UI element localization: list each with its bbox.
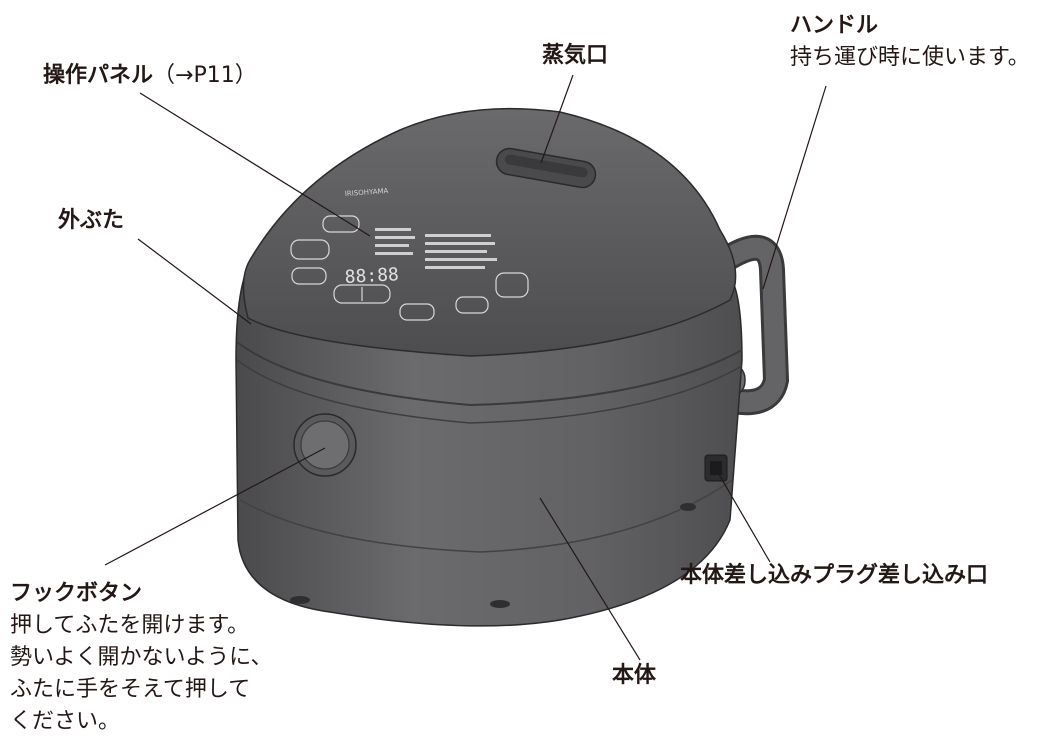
main-body bbox=[235, 271, 743, 627]
panel-button-2[interactable] bbox=[290, 239, 330, 260]
plug-inlet bbox=[704, 454, 728, 482]
panel-display: 88:88 bbox=[344, 264, 399, 288]
panel-button-7[interactable] bbox=[495, 272, 529, 298]
label-handle: ハンドル 持ち運び時に使います。 bbox=[790, 10, 1030, 74]
hook-button[interactable] bbox=[293, 413, 357, 477]
leader-body bbox=[539, 497, 641, 661]
steam-vent bbox=[495, 147, 597, 189]
panel-button-3[interactable] bbox=[291, 267, 327, 285]
label-hook-button: フックボタン 押してふたを開けます。 勢いよく開かないように、 ふたに手をそえて… bbox=[10, 578, 272, 738]
label-operation-panel: 操作パネル（→P11） bbox=[43, 60, 257, 92]
hook-button-note-line: ふたに手をそえて押して bbox=[10, 677, 251, 702]
operation-panel-ref: （→P11） bbox=[153, 63, 257, 88]
hook-button-note: 押してふたを開けます。 勢いよく開かないように、 ふたに手をそえて押して くださ… bbox=[10, 610, 272, 738]
leader-outer-lid bbox=[137, 238, 252, 325]
leader-operation-panel bbox=[139, 92, 371, 237]
panel-button-6[interactable] bbox=[455, 296, 489, 314]
hook-button-name: フックボタン bbox=[10, 581, 143, 606]
leader-lines bbox=[104, 74, 827, 661]
hook-button-note-line: ください。 bbox=[10, 709, 121, 734]
leader-steam-vent bbox=[540, 74, 574, 164]
handle-note: 持ち運び時に使います。 bbox=[790, 45, 1030, 70]
leader-plug-inlet bbox=[716, 470, 771, 563]
label-outer-lid: 外ぶた bbox=[58, 208, 125, 233]
brand-logo: IRISOHYAMA bbox=[345, 187, 389, 198]
hook-button-note-line: 勢いよく開かないように、 bbox=[10, 645, 273, 670]
panel-button-1[interactable] bbox=[322, 215, 360, 233]
label-plug-inlet: 本体差し込みプラグ差し込み口 bbox=[680, 563, 989, 588]
handle-name: ハンドル bbox=[790, 13, 879, 38]
leader-handle bbox=[762, 85, 827, 290]
label-steam-vent: 蒸気口 bbox=[542, 43, 609, 68]
panel-button-4[interactable] bbox=[333, 284, 391, 304]
operation-panel: IRISOHYAMA 88:88 bbox=[290, 187, 529, 321]
hook-button-note-line: 押してふたを開けます。 bbox=[10, 613, 250, 638]
leader-hook-button bbox=[104, 447, 326, 566]
panel-button-5[interactable] bbox=[399, 303, 435, 321]
label-body: 本体 bbox=[612, 663, 657, 688]
outer-lid[interactable] bbox=[242, 107, 737, 357]
operation-panel-name: 操作パネル bbox=[43, 63, 154, 88]
